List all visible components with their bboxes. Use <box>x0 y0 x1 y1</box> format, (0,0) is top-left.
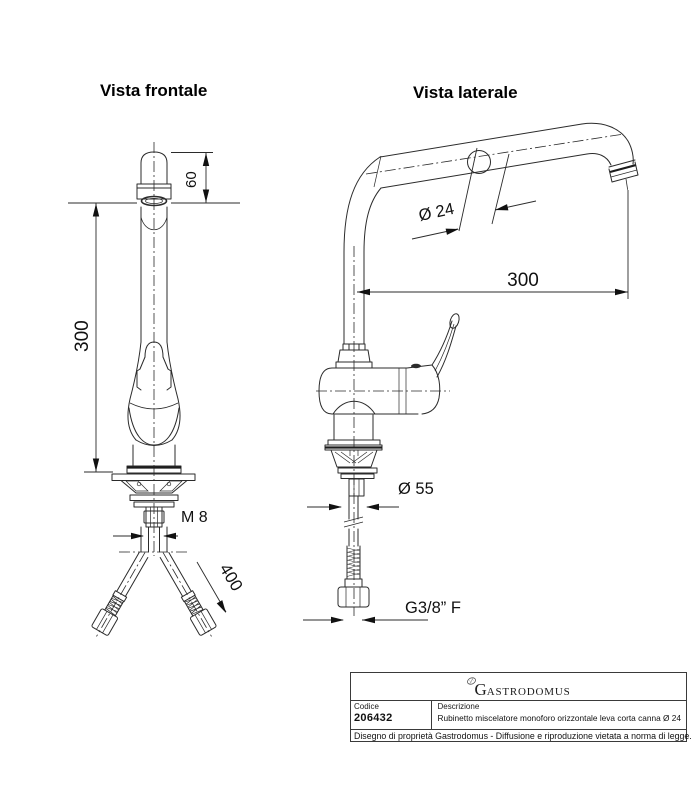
description-label: Descrizione <box>437 702 480 711</box>
legal-notice: Disegno di proprietà Gastrodomus - Diffu… <box>354 730 692 741</box>
dim-reach-label: 300 <box>507 270 539 291</box>
dim-spout-diameter-label: Ø 24 <box>417 200 456 225</box>
side-body <box>318 363 441 415</box>
brand-rest: ASTRODOMUS <box>486 686 571 698</box>
title-block-brand-row: GASTRODOMUS <box>351 673 686 701</box>
side-centerline-outlet <box>625 178 629 193</box>
code-cell: Codice 206432 <box>351 701 433 729</box>
front-spout <box>136 151 172 343</box>
leaf-icon <box>466 673 477 691</box>
brand-initial: G <box>474 680 487 699</box>
side-centerline-spout <box>365 133 625 175</box>
side-base <box>324 414 383 608</box>
side-handle <box>431 313 460 378</box>
dim-hose-length-label: 400 <box>216 560 247 594</box>
side-view: Ø 24 300 Ø 55 G3/8” F <box>303 122 639 624</box>
front-base <box>111 444 196 553</box>
dim-base-diameter-label: Ø 55 <box>398 480 434 498</box>
dim-total-height-label: 300 <box>72 320 93 352</box>
title-block: GASTRODOMUS Codice 206432 Descrizione Ru… <box>350 672 692 742</box>
dim-spout-height-label: 60 <box>183 171 200 188</box>
title-block-legal-row: Disegno di proprietà Gastrodomus - Diffu… <box>351 730 692 741</box>
front-view-title: Vista frontale <box>100 81 208 100</box>
front-handle <box>136 341 172 391</box>
code-label: Codice <box>354 702 379 711</box>
front-body <box>127 341 181 446</box>
code-value: 206432 <box>354 712 393 724</box>
front-hose-right <box>159 552 217 637</box>
dim-thread-label: M 8 <box>181 509 208 526</box>
front-dimensions: 60 300 M 8 400 <box>68 152 247 613</box>
front-hose-left <box>91 552 149 637</box>
description-value: Rubinetto miscelatore monoforo orizzonta… <box>437 713 681 723</box>
title-block-data-row: Codice 206432 Descrizione Rubinetto misc… <box>351 701 686 730</box>
side-dimensions: Ø 24 300 Ø 55 G3/8” F <box>303 147 629 624</box>
side-spout <box>343 122 639 345</box>
side-view-title: Vista laterale <box>413 83 518 102</box>
dim-connection-label: G3/8” F <box>405 599 461 617</box>
description-cell: Descrizione Rubinetto miscelatore monofo… <box>432 701 686 729</box>
front-view: 60 300 M 8 400 <box>68 142 247 637</box>
brand-logo: GASTRODOMUS <box>474 681 570 699</box>
